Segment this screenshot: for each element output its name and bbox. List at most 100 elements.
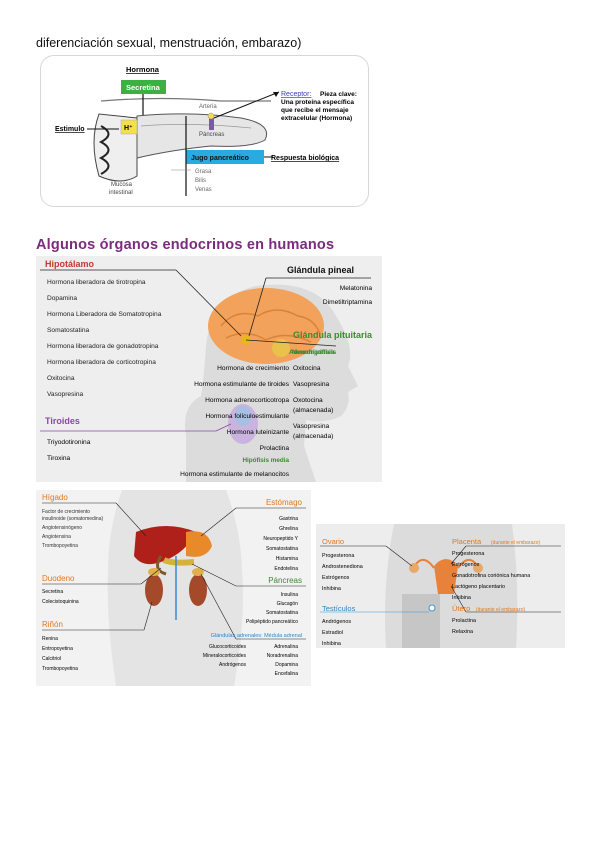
stomach-shape	[186, 531, 212, 557]
kidney-shape	[189, 574, 207, 606]
abdomen-endocrine-diagram: Hígado Factor de crecimiento insulinoide…	[42, 490, 306, 686]
adeno-item: Hormona estimulante de tiroides	[194, 381, 290, 388]
receptor-desc-4: extracelular (Hormona)	[281, 115, 352, 122]
placenta-item: Progesterona	[452, 551, 484, 557]
receptor-desc-3: que recibe el mensaje	[281, 107, 349, 114]
rinon-item: Trombopoyetina	[42, 666, 78, 672]
abdomen-endocrine-figure: Hígado Factor de crecimiento insulinoide…	[36, 490, 311, 686]
neuro-item: Vasopresina	[293, 381, 329, 388]
arteria-label: Arteria	[199, 104, 217, 110]
receptor-desc-2: Una proteína específica	[281, 99, 354, 106]
duodeno-title: Duodeno	[42, 574, 75, 583]
pancreas-item: Insulina	[281, 592, 298, 598]
mucosa-label-1: Mucosa	[111, 182, 133, 188]
rinon-title: Riñón	[42, 620, 63, 629]
jugo-box	[186, 150, 264, 164]
ovario-item: Inhibina	[322, 586, 341, 592]
tiroides-title: Tiroides	[45, 416, 80, 426]
estomago-item: Endotelina	[274, 566, 298, 572]
head-endocrine-figure: Hipotálamo Hormona liberadora de tirotro…	[36, 256, 382, 482]
adeno-item: Hormona adrenocorticotropa	[205, 397, 289, 404]
kidney-shape	[145, 574, 163, 606]
neuro-title: Neurohipófisis	[292, 349, 337, 356]
medula-item: Adrenalina	[274, 644, 298, 650]
estomago-item: Histamina	[276, 556, 298, 562]
liver-shape	[134, 526, 196, 565]
testiculos-item: Estradiol	[322, 630, 343, 636]
hormona-label: Hormona	[126, 65, 160, 74]
secretin-figure: Hormona Secretina Arteria Páncreas Recep…	[40, 55, 369, 207]
utero-title: Útero	[452, 604, 470, 613]
pancreas-title: Páncreas	[268, 576, 302, 585]
h-plus-box	[120, 119, 138, 135]
duodeno-item: Colecistoquinina	[42, 599, 79, 605]
placenta-title: Placenta	[452, 537, 482, 546]
placenta-item: Gonadotrofina coriónica humana	[452, 573, 530, 579]
neuro-list: Oxitocina Vasopresina Oxotocina (almacen…	[293, 365, 333, 440]
tiroides-item: Triyodotironina	[47, 439, 91, 446]
utero-item: Relaxina	[452, 629, 473, 635]
medula-item: Dopamina	[275, 662, 298, 668]
h-plus-label: H⁺	[124, 124, 133, 132]
estomago-item: Somatostatina	[266, 546, 298, 552]
ovario-item: Estrógenos	[322, 575, 350, 581]
ovario-title: Ovario	[322, 537, 344, 546]
section-title: Algunos órganos endocrinos en humanos	[36, 237, 335, 253]
utero-subtitle: (durante el embarazo)	[476, 607, 526, 613]
pancreas-item: Polipéptido pancreático	[246, 619, 298, 625]
neuro-item: Oxotocina	[293, 397, 323, 404]
rinon-item: Renina	[42, 636, 58, 642]
duodenum-shape	[155, 555, 167, 576]
duodeno-item: Secretina	[42, 589, 63, 595]
testiculos-title: Testículos	[322, 604, 356, 613]
medula-item: Noradrenalina	[267, 653, 299, 659]
pancreas-label: Páncreas	[199, 132, 224, 138]
corteza-item: Andrógenos	[219, 662, 246, 668]
pituitaria-title: Glándula pituitaria	[293, 330, 373, 340]
adrenales-title: Glándulas adrenales: Médula adrenal	[211, 633, 302, 639]
higado-item: Angiotensina	[42, 534, 71, 540]
hipotalamo-item: Hormona liberadora de corticotropina	[47, 359, 156, 366]
utero-item: Prolactina	[452, 618, 476, 624]
receptor-desc-1: Pieza clave:	[320, 91, 357, 98]
estomago-item: Ghrelina	[279, 526, 298, 532]
receptor-label: Receptor:	[281, 91, 311, 98]
ovario-item: Progesterona	[322, 553, 354, 559]
neuro-item: Vasopresina	[293, 423, 329, 430]
estomago-item: Gastrina	[279, 516, 298, 522]
placenta-item: Estrógenos	[452, 562, 480, 568]
pancreas-item: Glucagón	[277, 601, 299, 607]
higado-item: Factor de crecimiento	[42, 509, 90, 515]
corteza-item: Mineralocorticoides	[203, 653, 247, 659]
neuro-item: (almacenada)	[293, 433, 333, 440]
estomago-title: Estómago	[266, 498, 303, 507]
cerebellum-shape	[272, 339, 290, 357]
respuesta-label: Respuesta biológica	[271, 155, 339, 162]
higado-item: insulinoide (somatomedina)	[42, 516, 103, 522]
rinon-item: Entropoyetina	[42, 646, 73, 652]
hipotalamo-item: Dopamina	[47, 295, 77, 302]
corteza-item: Glucocorticoides	[209, 644, 246, 650]
hipotalamo-item: Vasopresina	[47, 391, 83, 398]
higado-title: Hígado	[42, 493, 68, 502]
mucosa-label-2: intestinal	[109, 190, 133, 196]
adeno-item: Hormona luteinizante	[227, 429, 290, 436]
grasa-label: Grasa	[195, 169, 212, 175]
adeno-item: Hormona folículoestimulante	[205, 413, 289, 420]
receptor-shape	[209, 118, 214, 130]
brain-shape	[208, 288, 324, 364]
uterus-shape	[434, 559, 458, 594]
pancreas-item: Somatostatina	[266, 610, 298, 616]
hipotalamo-item: Somatostatina	[47, 327, 89, 334]
adeno-item: Prolactina	[260, 445, 290, 452]
pancreas-shape	[162, 557, 195, 566]
estomago-item: Neuropeptido Y	[263, 536, 298, 542]
hipotalamo-item: Oxitocina	[47, 375, 75, 382]
secretina-label: Secretina	[126, 83, 161, 92]
ovary-shape	[473, 563, 483, 573]
media-item: Hormona estimulante de melanocitos	[180, 471, 290, 478]
placenta-item: Inhibina	[452, 595, 471, 601]
media-title: Hipófisis media	[242, 457, 289, 464]
rinon-item: Calcitriol	[42, 656, 61, 662]
higado-item: Angiotensinógeno	[42, 525, 82, 531]
